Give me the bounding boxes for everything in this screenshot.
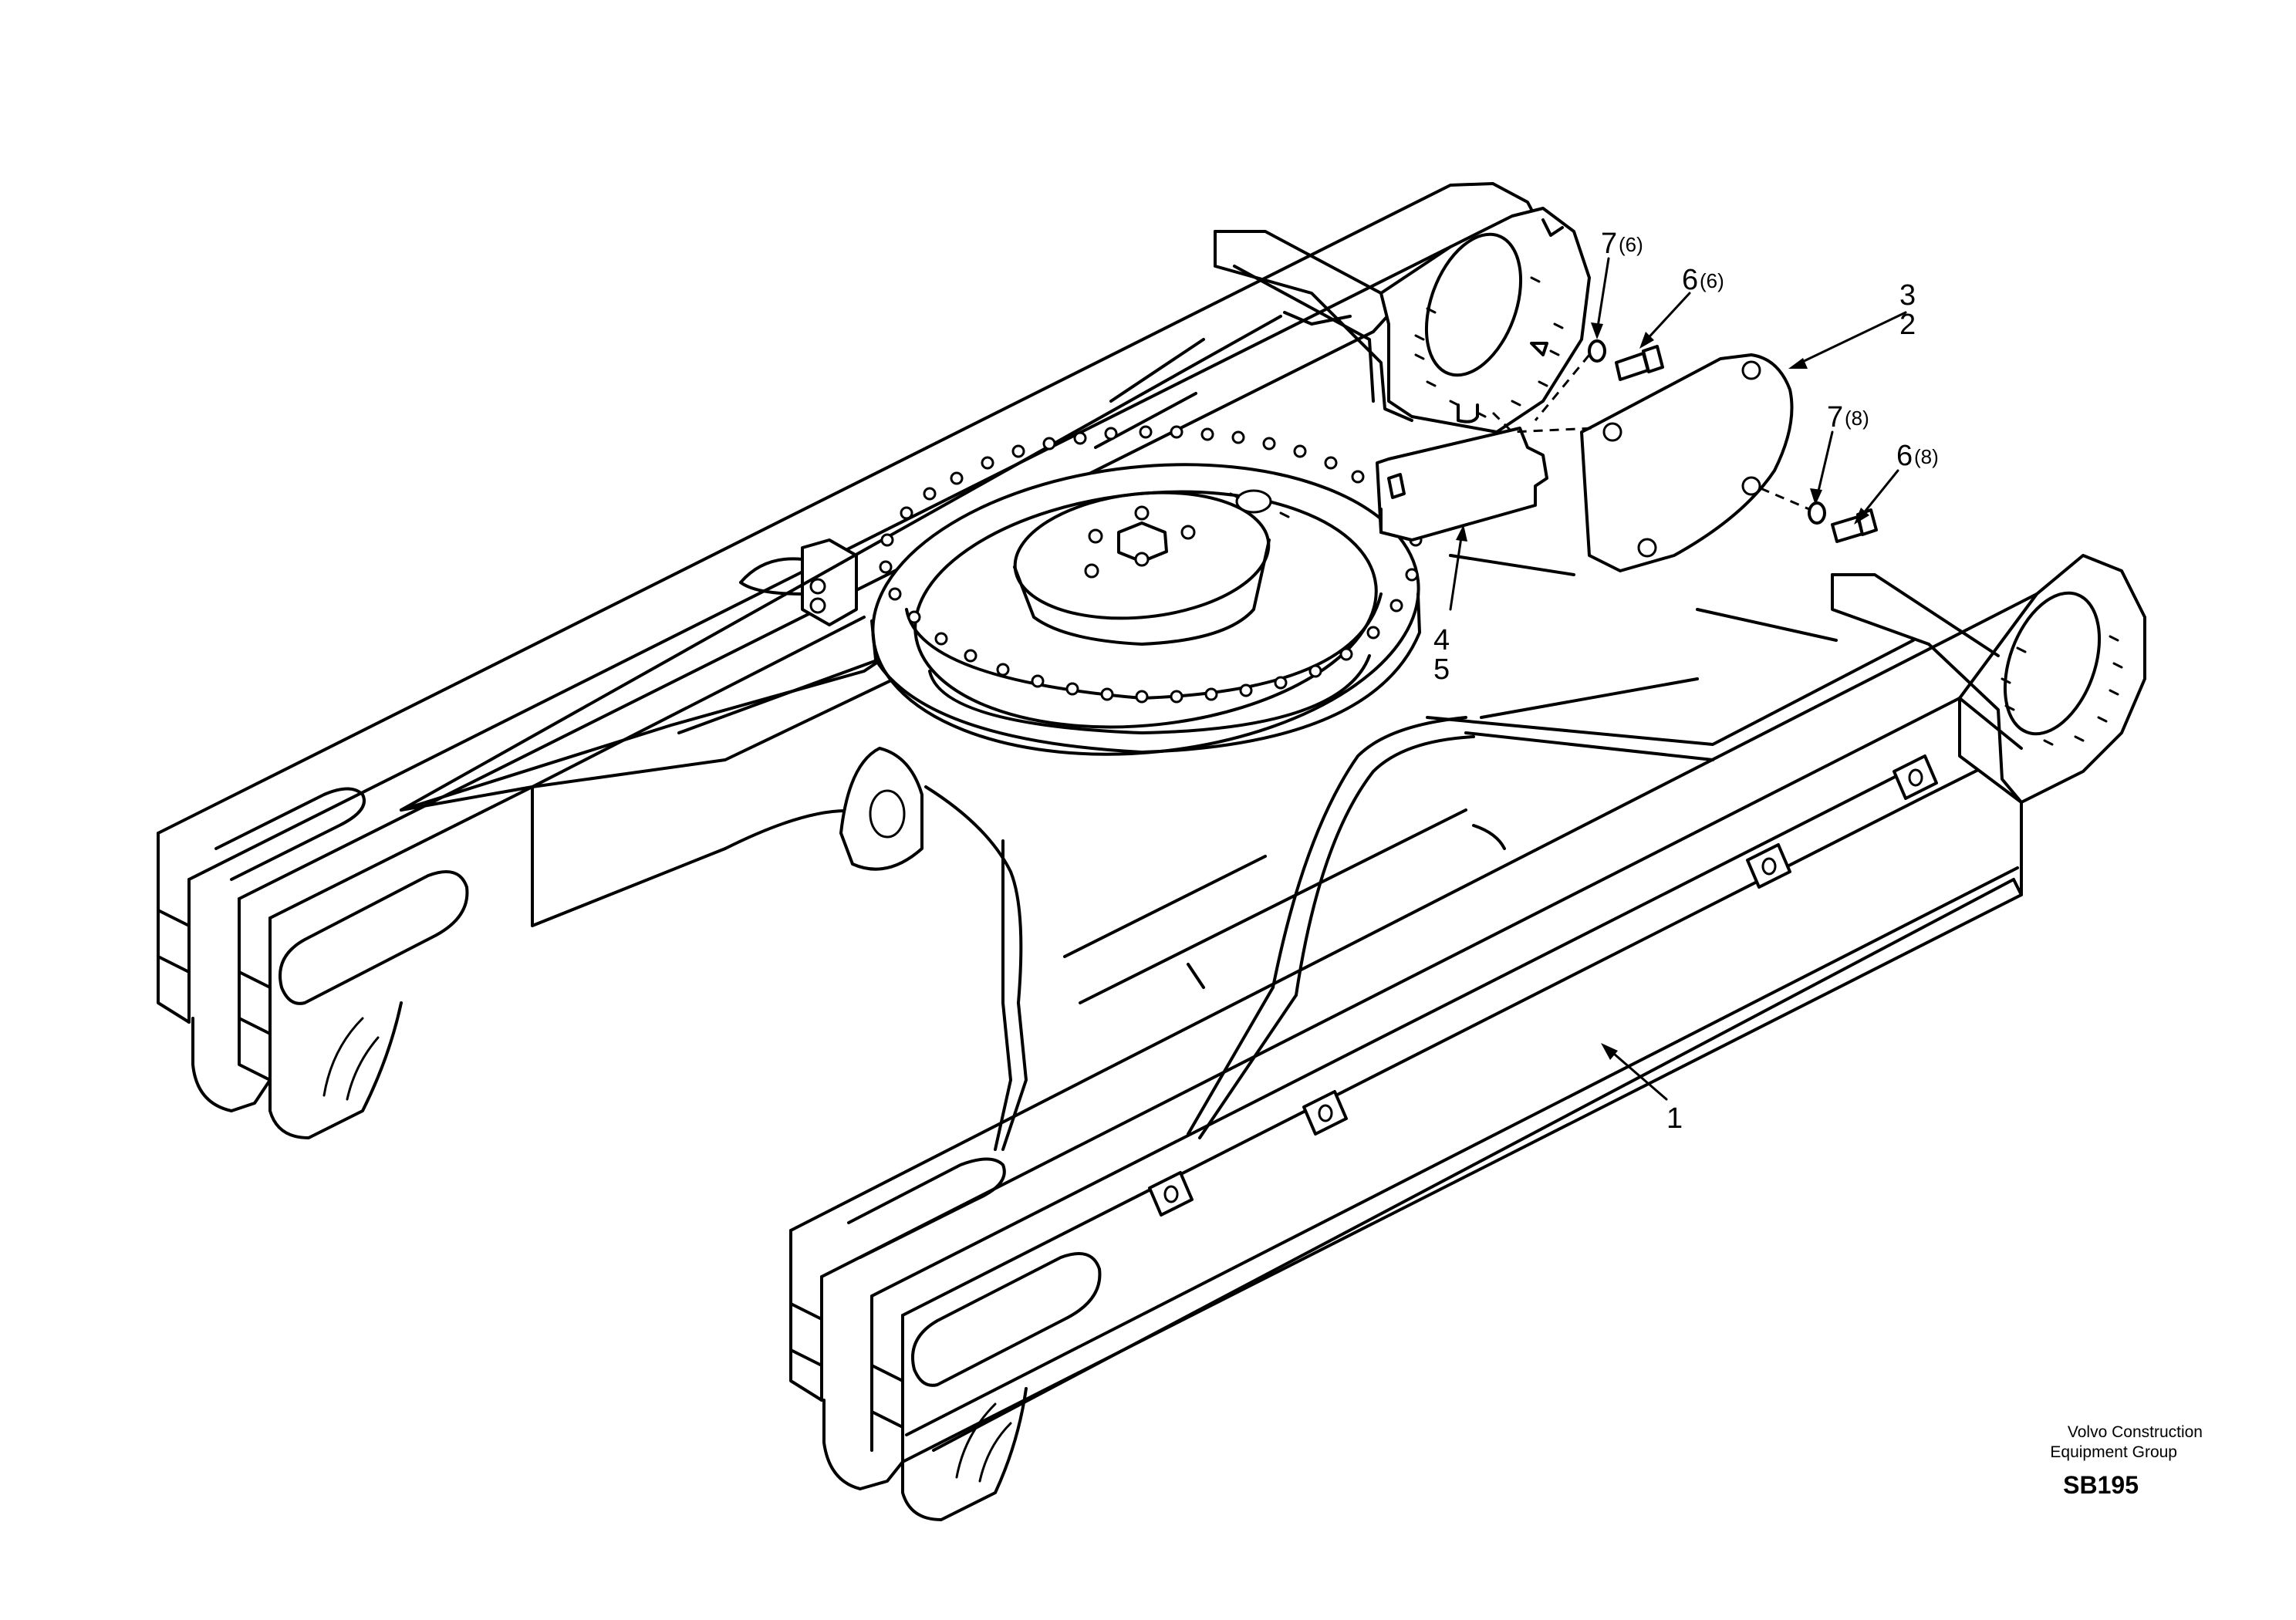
callout-6b-label: 6 (1896, 440, 1913, 472)
bottom-plate (1376, 427, 1548, 542)
callout-6b-qty: (8) (1914, 445, 1939, 468)
company-name-line2: Equipment Group (2050, 1443, 2177, 1461)
callout-1-label: 1 (1666, 1102, 1683, 1135)
side-pads (1148, 754, 1938, 1217)
callout-7b-qty: (8) (1845, 407, 1869, 430)
callout-2-label: 2 (1899, 309, 1916, 341)
right-track-frame (789, 554, 2146, 1521)
ring-bolt-holes (879, 425, 1423, 704)
drawing-code: SB195 (2063, 1471, 2139, 1499)
callout-6a-label: 6 (1682, 264, 1698, 296)
leader-lines (1449, 257, 1907, 1101)
slewing-ring (870, 425, 1423, 756)
cover-plate (1580, 353, 1794, 572)
company-name-line1: Volvo Construction (2067, 1423, 2203, 1441)
fasteners-upper (1491, 339, 1664, 434)
callout-labels: 7 (6) 6 (6) 3 2 7 (8) 6 (8) 4 5 1 (1433, 228, 1939, 1135)
callout-6a-qty: (6) (1700, 269, 1724, 292)
callout-7b-label: 7 (1827, 401, 1843, 434)
callout-7a-label: 7 (1601, 228, 1617, 260)
callout-3-label: 3 (1899, 279, 1916, 312)
callout-5-label: 5 (1433, 653, 1450, 686)
callout-7a-qty: (6) (1619, 233, 1643, 256)
callout-4-label: 4 (1433, 624, 1450, 656)
